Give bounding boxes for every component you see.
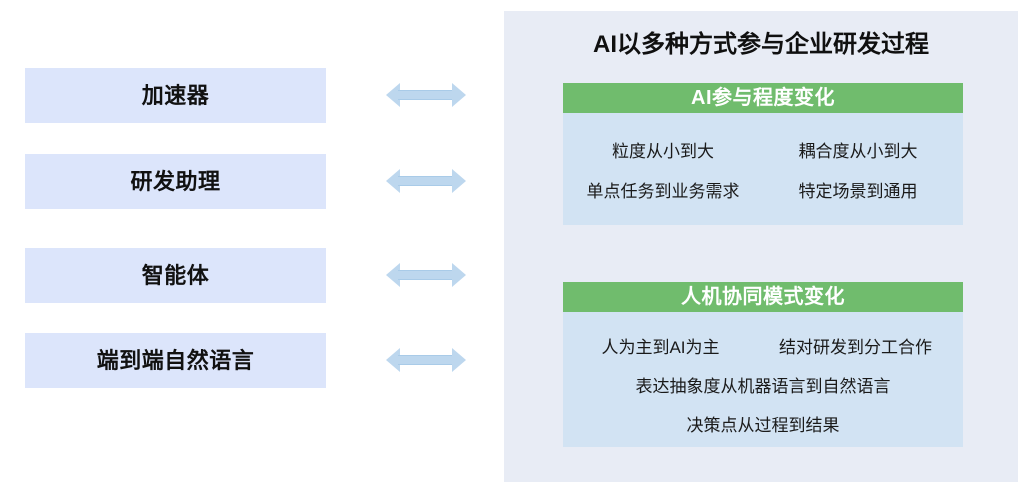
body-cell: 粒度从小到大 <box>612 141 714 161</box>
body-cell: 耦合度从小到大 <box>798 141 918 161</box>
section-header-label: AI参与程度变化 <box>691 87 835 109</box>
body-row: 人为主到AI为主 结对研发到分工合作 <box>563 328 963 367</box>
body-row: 表达抽象度从机器语言到自然语言 <box>563 367 963 406</box>
stage-box-accelerator[interactable]: 加速器 <box>25 68 326 123</box>
section-human-ai-collaboration: 人机协同模式变化 人为主到AI为主 结对研发到分工合作 表达抽象度从机器语言到自… <box>563 282 963 447</box>
section-body-ai-participation: 粒度从小到大 耦合度从小到大 单点任务到业务需求 特定场景到通用 <box>563 113 963 225</box>
arrow-head-left <box>386 263 400 287</box>
stage-row: 加速器 <box>0 68 490 123</box>
arrow-shaft <box>398 176 454 186</box>
body-cell: 表达抽象度从机器语言到自然语言 <box>635 377 891 396</box>
body-row: 粒度从小到大 耦合度从小到大 <box>563 131 963 171</box>
stage-row: 研发助理 <box>0 154 490 209</box>
page-title: AI以多种方式参与企业研发过程 <box>593 31 929 58</box>
body-cell: 决策点从过程到结果 <box>686 416 840 435</box>
stage-label: 加速器 <box>141 82 210 108</box>
arrow-shaft <box>398 355 454 365</box>
stage-box-agent[interactable]: 智能体 <box>25 248 326 303</box>
section-header-human-ai-collaboration: 人机协同模式变化 <box>563 282 963 312</box>
arrow-head-left <box>386 83 400 107</box>
arrow-head-left <box>386 348 400 372</box>
stage-label: 端到端自然语言 <box>96 347 255 373</box>
stage-label: 智能体 <box>141 262 210 288</box>
arrow-shaft <box>398 90 454 100</box>
section-ai-participation: AI参与程度变化 粒度从小到大 耦合度从小到大 单点任务到业务需求 特定场景到通… <box>563 83 963 225</box>
section-header-label: 人机协同模式变化 <box>681 286 845 308</box>
body-row: 单点任务到业务需求 特定场景到通用 <box>563 171 963 211</box>
arrow-head-right <box>452 263 466 287</box>
arrow-head-right <box>452 83 466 107</box>
arrow-head-left <box>386 169 400 193</box>
double-arrow-icon <box>386 262 466 288</box>
body-cell: 特定场景到通用 <box>798 181 918 201</box>
stage-box-rd-assistant[interactable]: 研发助理 <box>25 154 326 209</box>
body-row: 决策点从过程到结果 <box>563 406 963 445</box>
stage-label: 研发助理 <box>130 168 221 194</box>
stage-row: 智能体 <box>0 248 490 303</box>
capability-stages-column: 加速器 研发助理 智能体 端到端自然语言 <box>0 0 490 493</box>
section-body-human-ai-collaboration: 人为主到AI为主 结对研发到分工合作 表达抽象度从机器语言到自然语言 决策点从过… <box>563 312 963 447</box>
double-arrow-icon <box>386 168 466 194</box>
ai-involvement-panel: AI以多种方式参与企业研发过程 AI参与程度变化 粒度从小到大 耦合度从小到大 … <box>504 11 1018 482</box>
body-cell: 单点任务到业务需求 <box>586 181 740 201</box>
section-header-ai-participation: AI参与程度变化 <box>563 83 963 113</box>
stage-row: 端到端自然语言 <box>0 333 490 388</box>
stage-box-end-to-end-natural-language[interactable]: 端到端自然语言 <box>25 333 326 388</box>
arrow-head-right <box>452 348 466 372</box>
body-cell: 结对研发到分工合作 <box>779 338 932 357</box>
double-arrow-icon <box>386 82 466 108</box>
arrow-head-right <box>452 169 466 193</box>
arrow-shaft <box>398 270 454 280</box>
body-cell: 人为主到AI为主 <box>601 338 720 357</box>
double-arrow-icon <box>386 347 466 373</box>
